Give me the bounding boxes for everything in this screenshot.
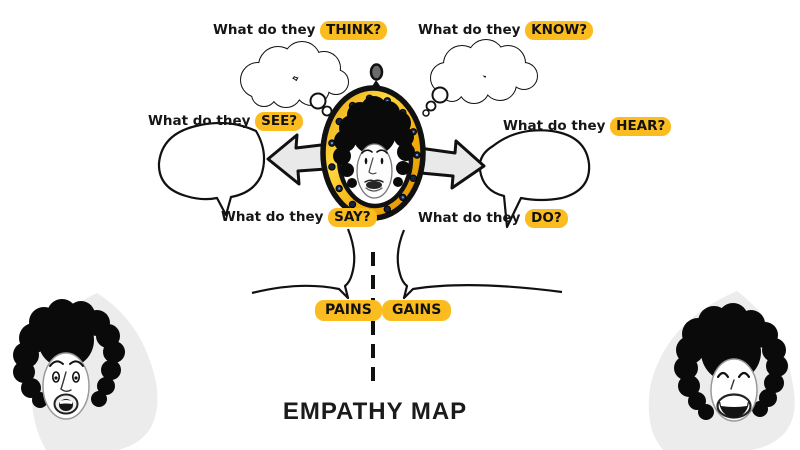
gains-badge: GAINS: [382, 300, 452, 321]
question-think: What do they THINK?: [213, 21, 388, 40]
page-title: EMPATHY MAP: [282, 398, 468, 425]
mirror-portrait-icon: [320, 63, 426, 221]
speech-bubble-do: [396, 229, 563, 300]
speech-bubble-see: [157, 121, 266, 217]
question-keyword-highlight: DO?: [525, 209, 568, 228]
thought-bubble-right: [422, 39, 538, 117]
pains-badge: PAINS: [315, 300, 382, 321]
question-prefix: What do they: [213, 22, 316, 38]
question-prefix: What do they: [418, 22, 521, 38]
question-keyword-highlight: SEE?: [255, 112, 304, 131]
question-do: What do they DO?: [418, 209, 568, 228]
question-keyword-highlight: KNOW?: [525, 21, 594, 40]
question-say: What do they SAY?: [221, 208, 377, 227]
question-prefix: What do they: [503, 118, 606, 134]
speech-bubble-say: [251, 228, 356, 300]
question-prefix: What do they: [148, 113, 251, 129]
question-prefix: What do they: [221, 209, 324, 225]
shocked-face-icon: [13, 299, 125, 420]
question-see: What do they SEE?: [148, 112, 304, 131]
question-keyword-highlight: SAY?: [328, 208, 377, 227]
question-know: What do they KNOW?: [418, 21, 594, 40]
question-hear: What do they HEAR?: [503, 117, 672, 136]
question-keyword-highlight: THINK?: [320, 21, 388, 40]
question-keyword-highlight: HEAR?: [610, 117, 672, 136]
laughing-face-icon: [674, 303, 788, 422]
thought-bubble-left: [240, 41, 349, 122]
question-prefix: What do they: [418, 210, 521, 226]
